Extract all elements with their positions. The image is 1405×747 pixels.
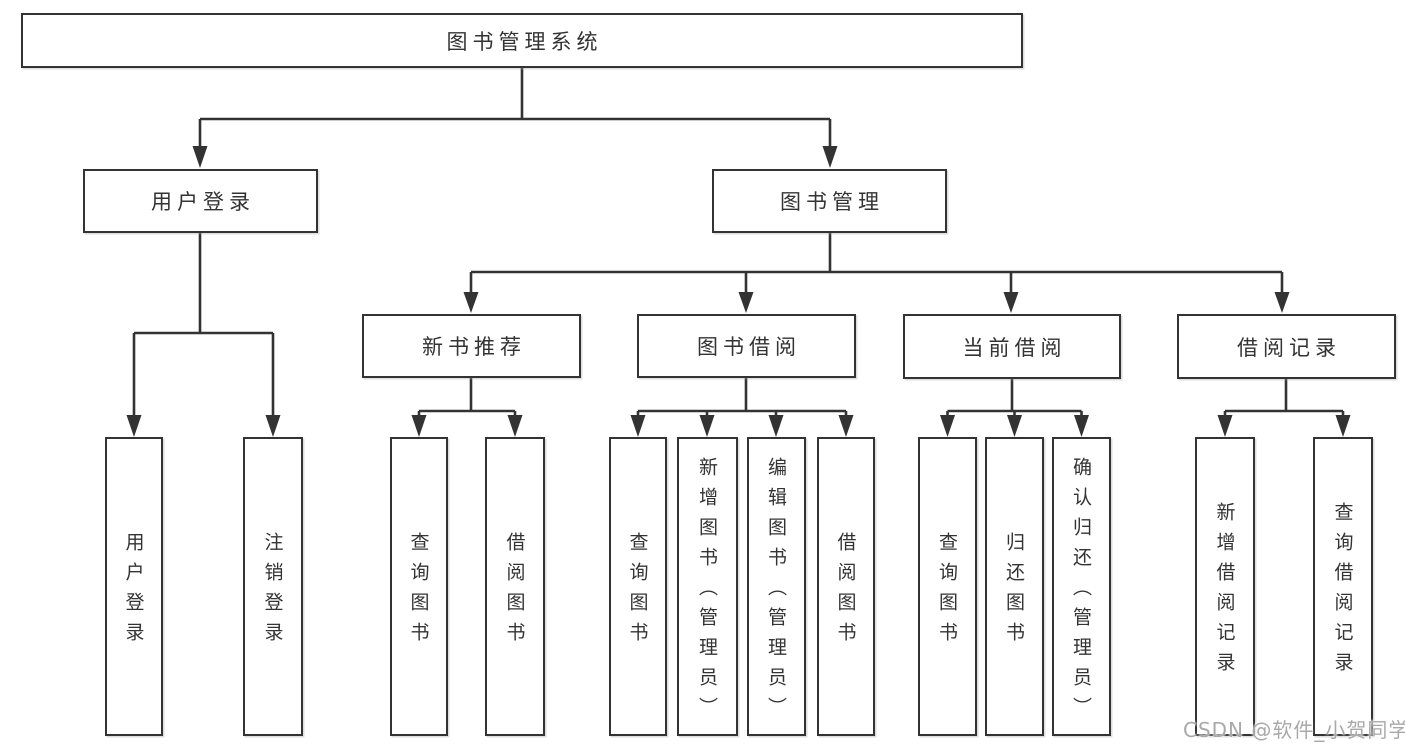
arrowhead-cu-return xyxy=(1007,415,1022,437)
leaf-logout: 注销登录 xyxy=(243,437,303,736)
connector-root-to-level2 xyxy=(198,68,832,148)
leaf-cu-confirm-return-admin: 确认归还（管理员） xyxy=(1052,437,1111,736)
leaf-re-query-record: 查询借阅记录 xyxy=(1313,437,1373,736)
leaf-bw-borrow-books: 借阅图书 xyxy=(817,437,875,736)
node-new-book-recommend-label: 新书推荐 xyxy=(422,335,526,359)
leaf-logout-label: 注销登录 xyxy=(261,532,284,652)
leaf-re-query-record-label: 查询借阅记录 xyxy=(1331,502,1354,682)
node-library-management-system-label: 图书管理系统 xyxy=(446,29,603,54)
leaf-cu-query-books: 查询图书 xyxy=(918,437,977,736)
node-book-management: 图书管理 xyxy=(712,169,947,233)
node-library-management-system: 图书管理系统 xyxy=(21,13,1023,68)
connector-records-children xyxy=(1223,378,1345,417)
arrowhead-current xyxy=(1003,292,1019,313)
arrowhead-leaf-logout xyxy=(265,415,281,437)
leaf-nb-query-books-label: 查询图书 xyxy=(407,532,430,652)
arrowhead-borrow xyxy=(738,292,754,313)
leaf-nb-borrow-books-label: 借阅图书 xyxy=(503,532,526,652)
leaf-user-login: 用户登录 xyxy=(105,437,163,736)
connector-book-mgmt-sections xyxy=(469,233,1284,294)
arrowhead-records xyxy=(1274,292,1290,313)
leaf-bw-edit-books-admin: 编辑图书（管理员） xyxy=(747,437,806,736)
arrowhead-cu-confirm xyxy=(1074,415,1089,437)
arrowhead-book-mgmt xyxy=(822,146,838,168)
connector-user-login-children xyxy=(132,233,275,417)
leaf-cu-query-books-label: 查询图书 xyxy=(936,532,958,652)
leaf-re-add-record-label: 新增借阅记录 xyxy=(1213,502,1236,682)
node-borrowing-records-label: 借阅记录 xyxy=(1237,335,1341,360)
arrowhead-nb-borrow xyxy=(507,415,523,437)
leaf-cu-return-books-label: 归还图书 xyxy=(1003,532,1025,652)
leaf-bw-add-books-admin: 新增图书（管理员） xyxy=(677,437,738,736)
leaf-user-login-label: 用户登录 xyxy=(122,532,145,652)
arrowhead-bw-query xyxy=(630,415,646,437)
connector-borrow-children xyxy=(636,378,848,417)
leaf-bw-query-books: 查询图书 xyxy=(609,437,667,736)
leaf-bw-borrow-books-label: 借阅图书 xyxy=(834,532,857,652)
connector-current-children xyxy=(946,378,1083,417)
arrowhead-bw-edit xyxy=(768,415,784,437)
leaf-cu-return-books: 归还图书 xyxy=(985,437,1044,736)
connector-new-books-children xyxy=(417,378,517,417)
leaf-bw-add-books-admin-label: 新增图书（管理员） xyxy=(696,457,718,727)
arrowhead-bw-borrow xyxy=(838,415,854,437)
node-user-login: 用户登录 xyxy=(83,169,318,233)
leaf-nb-borrow-books: 借阅图书 xyxy=(485,437,545,736)
node-current-borrowing-label: 当前借阅 xyxy=(962,335,1067,360)
node-borrowing-records: 借阅记录 xyxy=(1177,314,1396,379)
arrowhead-nb-query xyxy=(411,415,427,437)
node-book-borrowing: 图书借阅 xyxy=(637,314,856,378)
node-new-book-recommend: 新书推荐 xyxy=(362,314,581,378)
arrowhead-user-login xyxy=(192,146,208,168)
arrowhead-cu-query xyxy=(940,415,955,437)
node-current-borrowing: 当前借阅 xyxy=(903,314,1121,379)
csdn-watermark: CSDN @软件_小贺同学 xyxy=(1183,718,1405,742)
leaf-bw-query-books-label: 查询图书 xyxy=(626,532,649,652)
arrowhead-leaf-login xyxy=(126,415,142,437)
arrowhead-new-books xyxy=(463,292,479,313)
arrowhead-bw-add xyxy=(699,415,715,437)
arrowhead-re-add xyxy=(1217,415,1233,437)
arrowhead-re-query xyxy=(1335,415,1351,437)
node-book-management-label: 图书管理 xyxy=(780,190,884,214)
node-book-borrowing-label: 图书借阅 xyxy=(697,335,801,359)
node-user-login-label: 用户登录 xyxy=(151,190,255,214)
leaf-cu-confirm-return-admin-label: 确认归还（管理员） xyxy=(1070,457,1092,727)
leaf-bw-edit-books-admin-label: 编辑图书（管理员） xyxy=(765,457,787,727)
leaf-re-add-record: 新增借阅记录 xyxy=(1195,437,1255,736)
leaf-nb-query-books: 查询图书 xyxy=(390,437,448,736)
